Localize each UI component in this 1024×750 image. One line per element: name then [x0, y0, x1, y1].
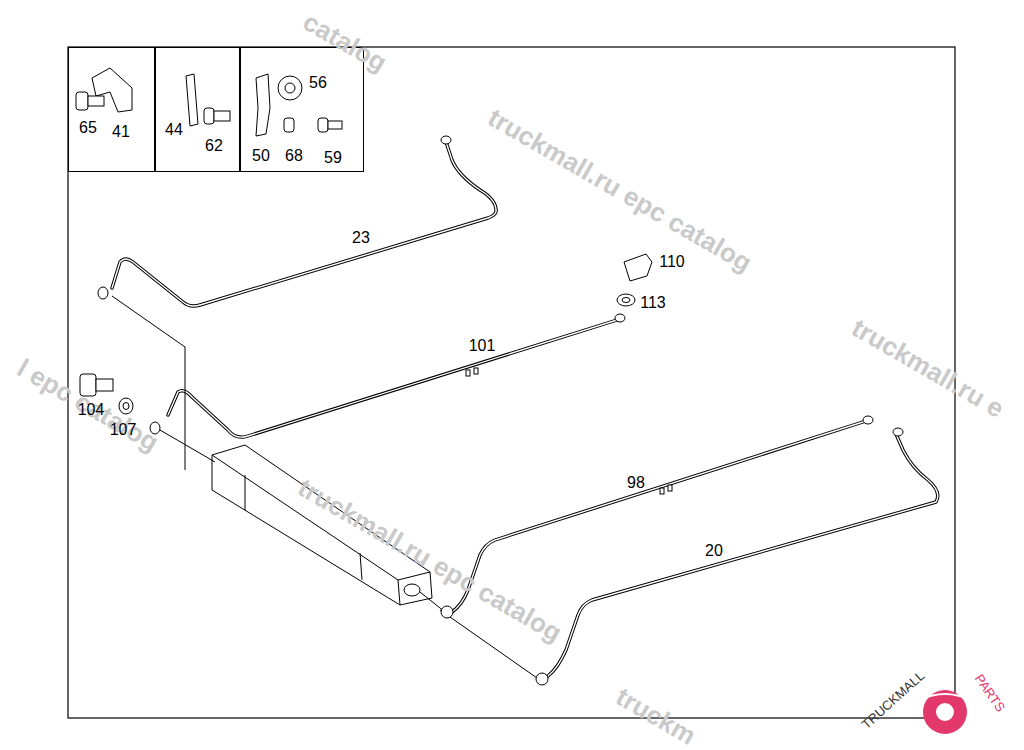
pipe-20 — [548, 434, 938, 676]
strap-44 — [186, 74, 198, 126]
pipe-101 — [168, 320, 617, 437]
pipe-clip — [474, 368, 478, 374]
inset-cell: 65 41 — [68, 47, 155, 172]
inset-cell: 56 50 68 59 — [240, 47, 364, 172]
frame — [68, 47, 955, 718]
fitting — [98, 287, 108, 299]
bolt-62 — [204, 108, 214, 124]
cooler-port — [404, 584, 420, 596]
logo-text: PARTS — [973, 672, 1008, 714]
cooler-edge — [212, 455, 430, 580]
pipe-98 — [452, 421, 866, 612]
watermark: truckm — [612, 683, 700, 749]
logo-text: TRUCKMALL — [859, 669, 926, 731]
callout-number: 65 — [79, 120, 97, 136]
watermark: truckmall.ru epc catalog — [484, 104, 756, 276]
callout-number: 68 — [285, 148, 303, 164]
callout-number: 98 — [627, 475, 645, 491]
bolt-110 — [624, 254, 652, 281]
bolt-68 — [284, 118, 294, 132]
leader-line — [160, 430, 215, 462]
callout-number: 44 — [165, 122, 183, 138]
fitting — [441, 136, 451, 144]
callout-number: 41 — [112, 124, 130, 140]
watermark: truckmall.ru e — [848, 314, 1009, 422]
clamp-hole — [285, 83, 295, 93]
pipe-23 — [112, 142, 496, 306]
callout-number: 101 — [469, 338, 496, 354]
callout-number: 113 — [640, 295, 666, 311]
callout-number: 104 — [78, 402, 105, 418]
clamp-56 — [278, 76, 302, 100]
logo-swoosh — [920, 694, 970, 700]
callout-number: 20 — [705, 543, 723, 559]
callout-number: 62 — [205, 138, 223, 154]
fitting — [536, 673, 548, 685]
bolt-shaft — [214, 111, 230, 121]
washer-113 — [617, 294, 635, 306]
inset-cell: 44 62 — [155, 47, 240, 172]
callout-number: 59 — [324, 150, 342, 166]
bolt-shaft — [96, 379, 113, 391]
bolt-59 — [318, 118, 328, 132]
washer-hole — [123, 403, 129, 410]
callout-number: 56 — [309, 75, 327, 91]
callout-number: 107 — [110, 422, 137, 438]
bolt-shaft — [328, 121, 342, 129]
pipe-101 — [168, 320, 617, 437]
logo — [920, 690, 970, 734]
callout-number: 110 — [659, 254, 685, 270]
cooler-body — [212, 445, 432, 605]
bolt-shaft — [88, 96, 104, 106]
pipes — [98, 136, 938, 685]
clip-50 — [256, 74, 270, 136]
cooler-edge — [245, 475, 246, 510]
cooler-edge — [360, 553, 362, 580]
callout-number: 50 — [252, 148, 270, 164]
pipe-clip — [660, 488, 664, 494]
pipe-98 — [452, 421, 866, 612]
bolt-65 — [76, 92, 88, 110]
logo-hub — [936, 703, 954, 721]
fitting — [615, 314, 625, 322]
watermark: catalog — [299, 8, 391, 76]
fitting — [441, 606, 453, 618]
fitting — [893, 428, 903, 436]
pipe-clip — [668, 485, 672, 491]
oil-cooler — [212, 445, 432, 605]
pipe-23 — [112, 142, 496, 306]
pipe-20 — [548, 434, 938, 676]
washer-hole — [622, 298, 630, 303]
callout-number: 23 — [352, 230, 370, 246]
pipe-clip — [466, 370, 470, 376]
bolts — [80, 254, 652, 414]
cooler-edge — [398, 580, 400, 605]
fitting — [863, 416, 873, 424]
